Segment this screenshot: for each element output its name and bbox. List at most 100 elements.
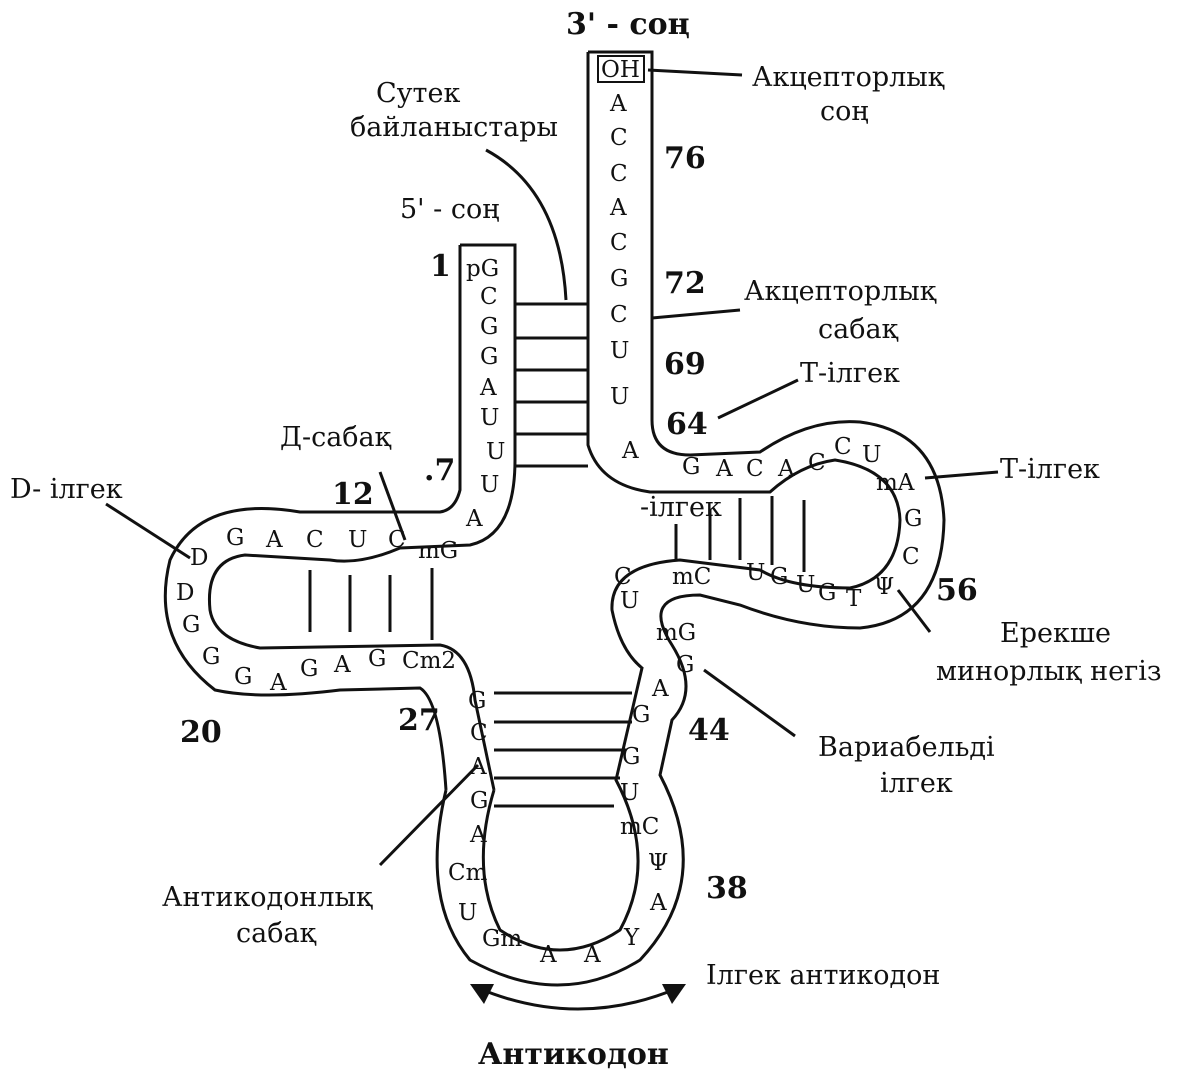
position-20: 20 [180, 715, 222, 750]
acceptor-end-label-line1: Акцепторлық [752, 62, 945, 93]
base: mC [672, 564, 711, 590]
anticodon-stem-label-line2: сабақ [236, 918, 317, 949]
base: A [649, 890, 667, 916]
base: Ψ [648, 850, 668, 876]
anticodon-loop-bases: A A Y A Ψ mC U G G [539, 702, 668, 968]
base: A [333, 652, 351, 678]
acceptor-3-bases: OH A C C A C G C U U [598, 56, 644, 410]
minor-base-label-line1: Ерекше [1000, 618, 1111, 649]
base: A [777, 456, 795, 482]
base: C [610, 161, 628, 187]
base: mG [656, 620, 696, 646]
acceptor-stem-bonds [515, 304, 588, 466]
position-64: 64 [666, 407, 708, 442]
position-7: .7 [424, 453, 455, 488]
base: G [300, 656, 318, 682]
base: A [479, 375, 497, 401]
position-12: 12 [332, 477, 374, 512]
base: C [610, 302, 628, 328]
base: U [620, 780, 639, 806]
base: U [480, 472, 499, 498]
loop-anticodon-label: Ілгек антикодон [706, 960, 940, 991]
t-loop-right-label: Т-ілгек [1000, 454, 1100, 485]
base: U [348, 527, 367, 553]
position-numbers: 1 .7 12 20 27 38 44 56 64 69 72 76 [180, 141, 978, 906]
base: G [480, 344, 498, 370]
base: A [465, 506, 483, 532]
base: G [622, 744, 640, 770]
variable-loop-label-line2: ілгек [880, 768, 953, 799]
three-prime-end-label: 3' - соң [566, 7, 690, 42]
base: U [486, 439, 505, 465]
base: A [269, 670, 287, 696]
base: D [190, 545, 208, 571]
base: C [902, 544, 920, 570]
acceptor-stem-label-line2: сабақ [818, 314, 899, 345]
d-stem-label: Д-сабақ [280, 422, 392, 453]
base: C [746, 456, 764, 482]
base: A [265, 527, 283, 553]
anticodon-stem-bonds [494, 693, 632, 806]
base: C [808, 450, 826, 476]
base: G [682, 454, 700, 480]
position-44: 44 [688, 713, 730, 748]
base: A [609, 195, 627, 221]
base: U [620, 588, 639, 614]
base: mG [418, 538, 458, 564]
anticodon-label: Антикодон [478, 1037, 669, 1072]
base: G [202, 644, 220, 670]
base: G [770, 564, 788, 590]
base: U [610, 384, 629, 410]
base: C [306, 527, 324, 553]
base: U [862, 442, 881, 468]
base-oh: OH [601, 57, 640, 83]
base: U [746, 560, 765, 586]
position-76: 76 [664, 141, 706, 176]
base: G [676, 652, 694, 678]
base: A [469, 822, 487, 848]
base: G [468, 688, 486, 714]
acceptor-5-bases: pG C G G A U U U A [465, 256, 505, 532]
base: C [834, 434, 852, 460]
base: G [368, 646, 386, 672]
base: G [610, 266, 628, 292]
anticodon-arrow [470, 984, 686, 1009]
base: A [621, 438, 639, 464]
inner-loop-label: -ілгек [640, 492, 722, 523]
d-arm-bases: mG C U C A G D D G G G A G A G Cm2 [176, 525, 458, 696]
base: A [651, 676, 669, 702]
base: U [796, 572, 815, 598]
position-56: 56 [936, 573, 978, 608]
base-pg: pG [466, 256, 499, 282]
five-prime-end-label: 5' - соң [400, 194, 500, 225]
base: C [614, 564, 632, 590]
acceptor-end-label-line2: соң [820, 96, 869, 127]
base: U [610, 338, 629, 364]
base: Gm [482, 926, 522, 952]
base: G [904, 506, 922, 532]
base: U [480, 405, 499, 431]
base-cm2: Cm2 [402, 648, 456, 674]
base: G [470, 788, 488, 814]
hydrogen-bonds-label-line1: Сутек [376, 78, 460, 109]
base: U [458, 900, 477, 926]
hydrogen-bonds-label-line2: байланыстары [350, 112, 558, 143]
base: C [610, 125, 628, 151]
base: G [182, 612, 200, 638]
position-72: 72 [664, 266, 706, 301]
base: Ψ [874, 574, 894, 600]
base: A [539, 942, 557, 968]
base: C [610, 230, 628, 256]
base: D [176, 580, 194, 606]
base: A [609, 91, 627, 117]
base: G [234, 664, 252, 690]
base: G [480, 314, 498, 340]
base: A [715, 456, 733, 482]
base: C [480, 284, 498, 310]
position-27: 27 [398, 703, 440, 738]
variable-loop-label-line1: Вариабельді [818, 732, 995, 763]
backbone-outline [165, 52, 944, 985]
anticodon-5-bases: G C A G A Cm U Gm [448, 688, 522, 952]
